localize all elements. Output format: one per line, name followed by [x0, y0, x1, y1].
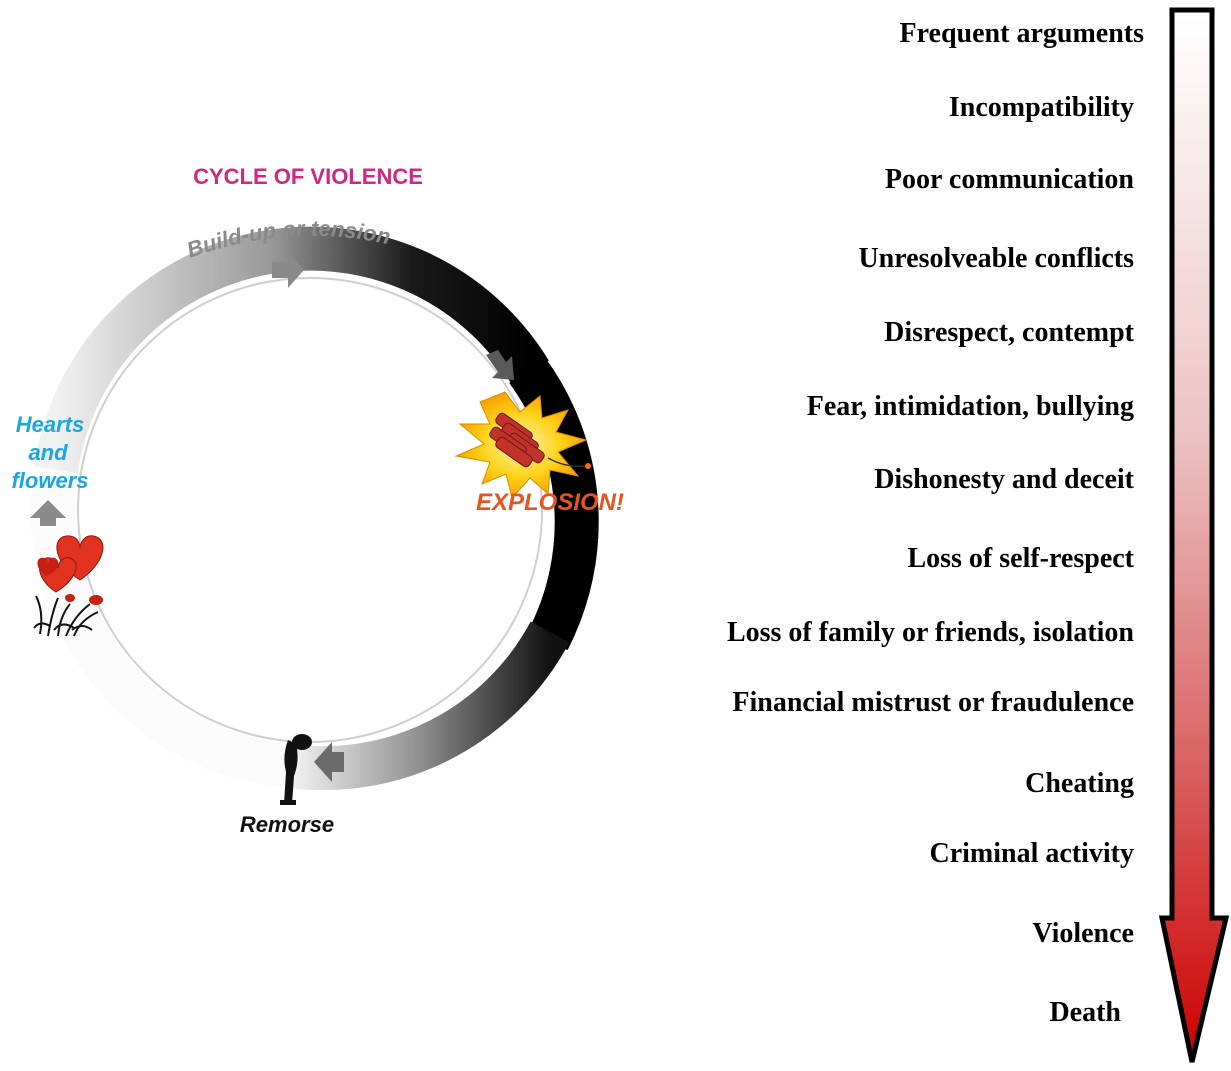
list-item: Unresolveable conflicts — [858, 243, 1134, 274]
list-item: Financial mistrust or fraudulence — [732, 687, 1134, 718]
hearts-label-line2: and — [28, 440, 68, 465]
remorse-figure-icon — [280, 734, 312, 805]
arrow-icon-down-right — [486, 350, 514, 380]
arrow-icon-right — [272, 252, 304, 288]
list-item: Incompatibility — [948, 92, 1134, 123]
explosion-icon — [454, 391, 591, 500]
hearts-flowers-icon — [33, 535, 104, 637]
explosion-label: EXPLOSION! — [476, 489, 624, 516]
list-item: Disrespect, contempt — [884, 317, 1134, 348]
arrow-icon-left — [314, 742, 344, 782]
list-item: Violence — [1032, 918, 1134, 949]
list-item: Loss of family or friends, isolation — [726, 617, 1134, 648]
hearts-label-line1: Hearts — [16, 412, 84, 437]
list-item: Loss of self-respect — [907, 543, 1134, 574]
arrow-icon-up — [30, 500, 66, 526]
cycle-title: CYCLE OF VIOLENCE — [193, 164, 423, 189]
escalation-arrow — [1158, 7, 1230, 1063]
list-item: Cheating — [1025, 768, 1134, 799]
remorse-label: Remorse — [240, 812, 334, 837]
list-item: Frequent arguments — [899, 18, 1144, 49]
list-item: Fear, intimidation, bullying — [806, 391, 1134, 422]
list-item: Death — [1049, 997, 1121, 1028]
list-item: Poor communication — [884, 164, 1134, 195]
list-item: Dishonesty and deceit — [874, 464, 1134, 495]
hearts-label-line3: flowers — [11, 468, 88, 493]
list-item: Criminal activity — [929, 838, 1134, 869]
hearts-label: Hearts and flowers — [11, 412, 88, 493]
